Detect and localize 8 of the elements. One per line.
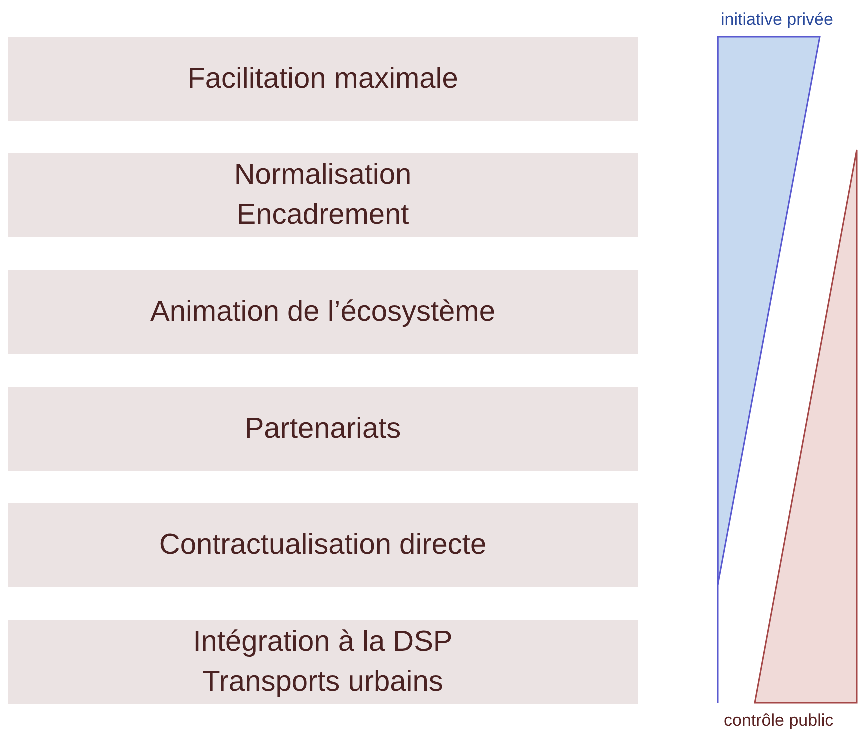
axis-label: contrôle public (724, 711, 834, 731)
level-box: Animation de l’écosystème (8, 270, 638, 354)
level-box: Contractualisation directe (8, 503, 638, 587)
level-box: Partenariats (8, 387, 638, 471)
level-box: Normalisation Encadrement (8, 153, 638, 237)
axis-label: initiative privée (721, 10, 834, 30)
level-box: Intégration à la DSP Transports urbains (8, 620, 638, 704)
level-box: Facilitation maximale (8, 37, 638, 121)
